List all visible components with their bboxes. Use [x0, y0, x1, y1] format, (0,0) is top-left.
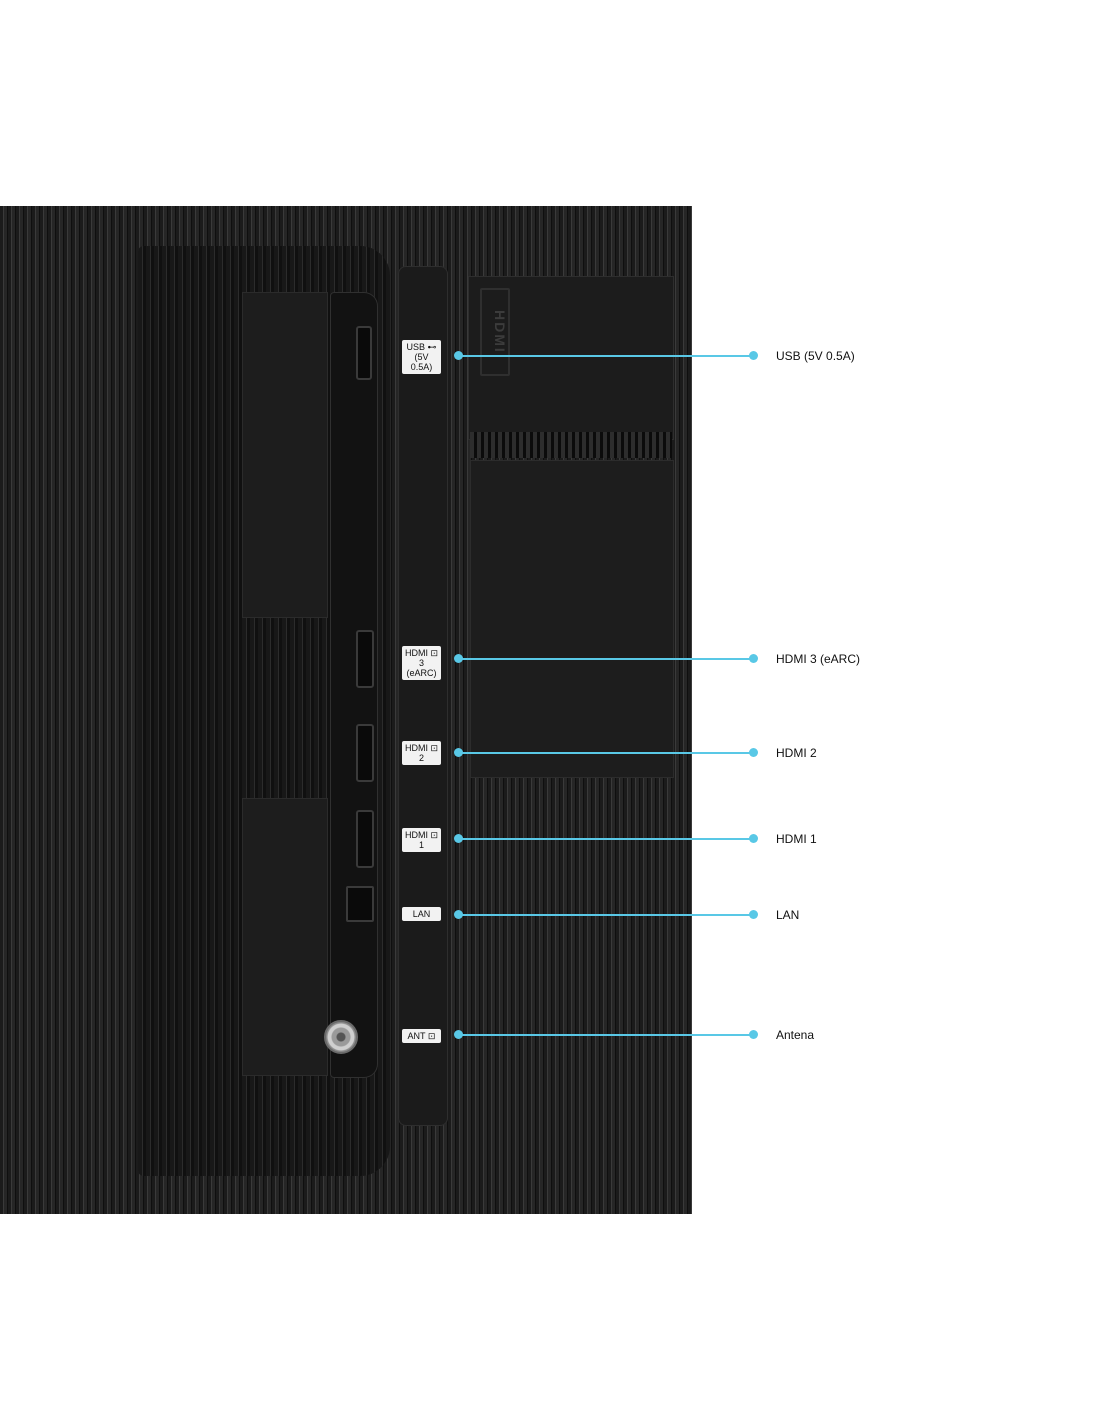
- usb-tag: USB ⊷ (5V 0.5A): [402, 340, 441, 374]
- antenna-port: [324, 1020, 358, 1054]
- bay-cover-lower: [242, 798, 328, 1076]
- lan-end-dot: [749, 910, 758, 919]
- right-panel-vent: [470, 432, 672, 458]
- hdmi1-callout-label: HDMI 1: [776, 832, 817, 846]
- antenna-start-dot: [454, 1030, 463, 1039]
- bay-cover-upper: [242, 292, 328, 618]
- hdmi1-port: [356, 810, 374, 868]
- usb-leader-line: [458, 355, 754, 357]
- usb-port: [356, 326, 372, 380]
- hdmi3-port: [356, 630, 374, 688]
- lan-callout-label: LAN: [776, 908, 800, 922]
- antenna-tag: ANT ⊡: [402, 1029, 441, 1043]
- hdmi-logo-emboss: HDMI: [480, 288, 510, 376]
- right-panel-upper: [468, 276, 674, 440]
- hdmi1-tag: HDMI ⊡ 1: [402, 828, 441, 852]
- hdmi2-tag: HDMI ⊡ 2: [402, 741, 441, 765]
- antenna-leader-line: [458, 1034, 754, 1036]
- hdmi3-callout-label: HDMI 3 (eARC): [776, 652, 861, 666]
- antenna-callout-label: Antena: [776, 1028, 815, 1042]
- hdmi2-port: [356, 724, 374, 782]
- hdmi1-end-dot: [749, 834, 758, 843]
- hdmi2-callout-label: HDMI 2: [776, 746, 817, 760]
- hdmi1-start-dot: [454, 834, 463, 843]
- hdmi3-leader-line: [458, 658, 754, 660]
- hdmi1-leader-line: [458, 838, 754, 840]
- antenna-end-dot: [749, 1030, 758, 1039]
- hdmi2-start-dot: [454, 748, 463, 757]
- hdmi2-leader-line: [458, 752, 754, 754]
- usb-callout-label: USB (5V 0.5A): [776, 349, 855, 363]
- hdmi3-start-dot: [454, 654, 463, 663]
- hdmi2-end-dot: [749, 748, 758, 757]
- lan-leader-line: [458, 914, 754, 916]
- label-rail: [398, 266, 448, 1126]
- hdmi3-tag: HDMI ⊡ 3 (eARC): [402, 646, 441, 680]
- usb-end-dot: [749, 351, 758, 360]
- lan-port: [346, 886, 374, 922]
- right-panel-lower: [470, 460, 674, 778]
- hdmi3-end-dot: [749, 654, 758, 663]
- lan-start-dot: [454, 910, 463, 919]
- usb-start-dot: [454, 351, 463, 360]
- lan-tag: LAN: [402, 907, 441, 921]
